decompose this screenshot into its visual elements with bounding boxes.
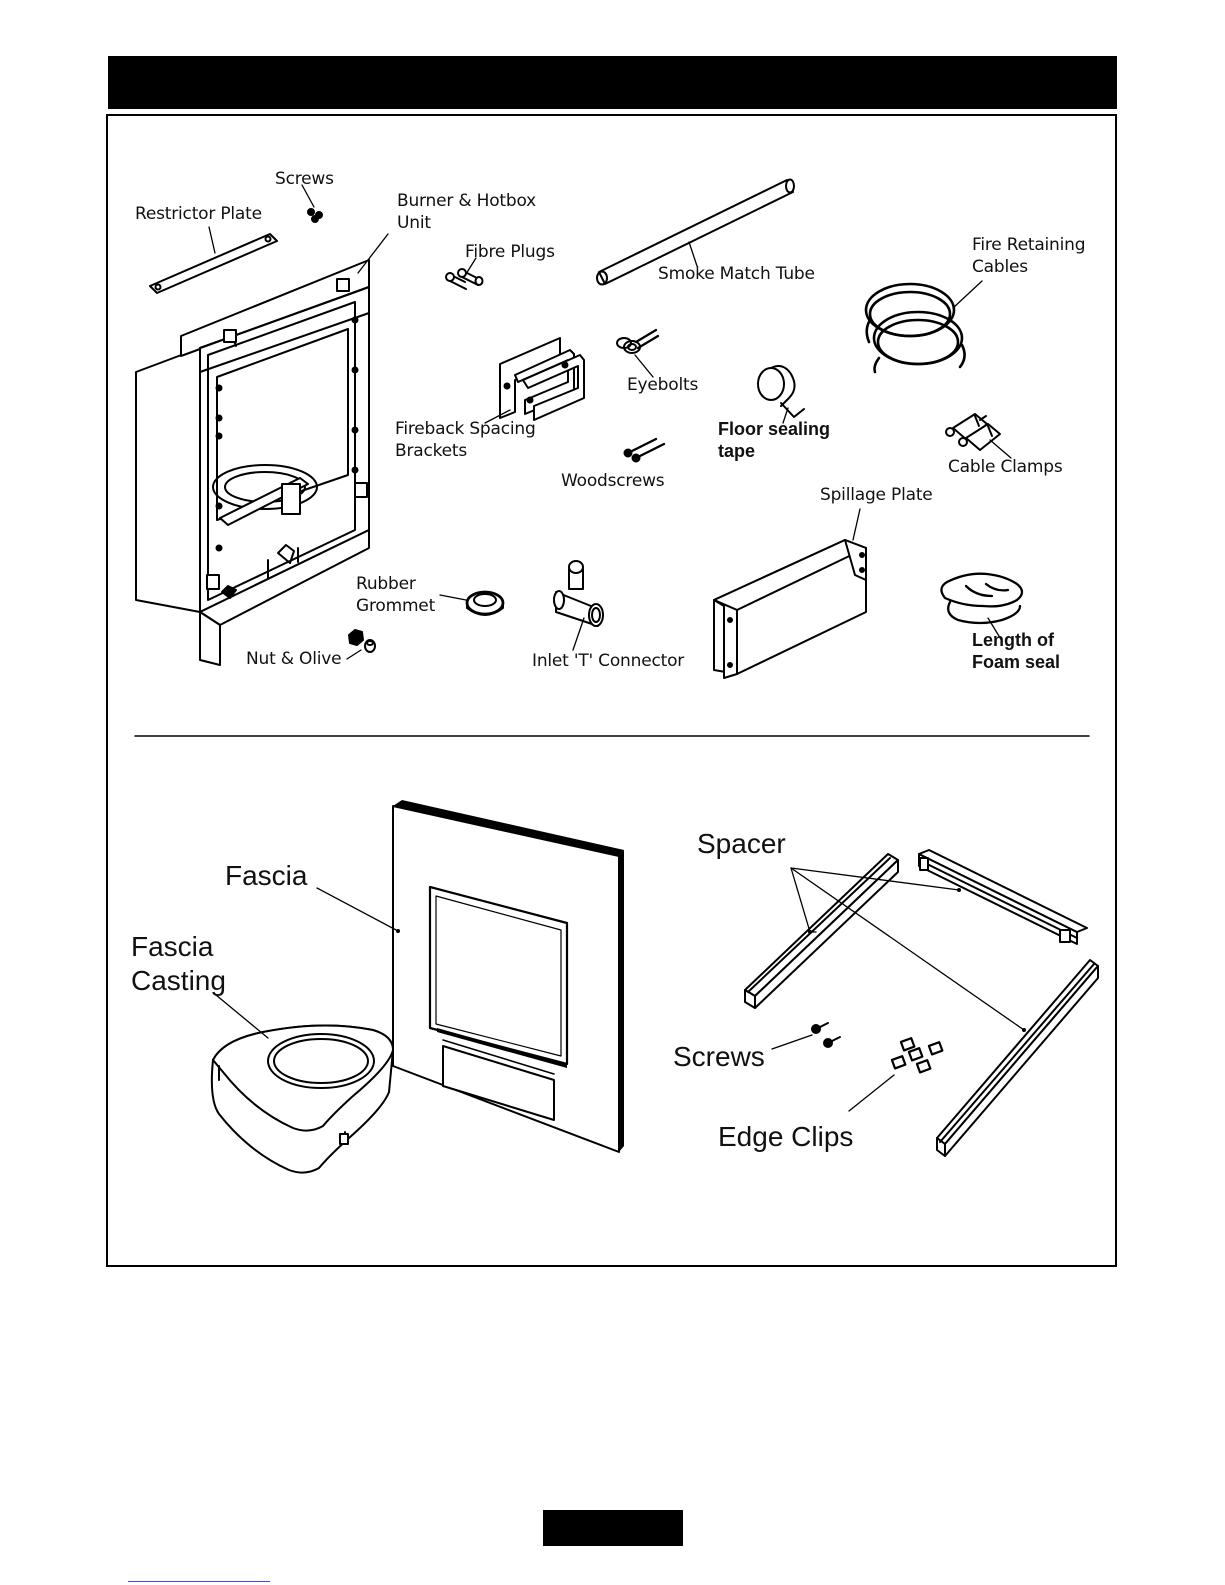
fascia-leader	[317, 888, 398, 931]
footer-link-underline	[128, 1581, 270, 1582]
label-screws: Screws	[275, 169, 334, 189]
label-spacer: Spacer	[697, 828, 786, 859]
label-floor-sealing-tape-1: Floor sealing	[718, 419, 831, 439]
label-fire-retaining-cables-2: Cables	[972, 257, 1028, 277]
label-edge-clips: Edge Clips	[718, 1121, 854, 1152]
inlet-t-connector-leader	[573, 618, 584, 650]
smoke-match-tube-illustration	[597, 180, 794, 285]
rubber-grommet-illustration	[467, 592, 503, 615]
label-rubber-grommet-2: Grommet	[356, 596, 436, 616]
woodscrews-illustration	[625, 439, 665, 462]
nut-olive-illustration	[349, 630, 375, 652]
eyebolts-illustration	[617, 330, 658, 353]
label-nut-olive: Nut & Olive	[246, 649, 342, 669]
spacer-illustration	[745, 850, 1098, 1156]
smoke-match-tube-leader	[689, 242, 697, 266]
label-foam-seal-1: Length of	[972, 630, 1054, 650]
cable-clamps-leader	[990, 440, 1011, 458]
rubber-grommet-leader	[440, 595, 466, 600]
fibre-plugs-illustration	[446, 269, 483, 289]
restrictor-plate-leader	[209, 227, 215, 253]
spacer-leaders	[791, 868, 1024, 1030]
bottom-screws-leader	[772, 1035, 812, 1049]
label-fireback-spacing-brackets-2: Brackets	[395, 441, 468, 461]
label-fireback-spacing-brackets-1: Fireback Spacing	[395, 419, 536, 439]
fibre-plugs-leader	[466, 258, 476, 274]
restrictor-plate-illustration	[150, 234, 277, 293]
bottom-screws-illustration	[812, 1023, 840, 1047]
fascia-casting-illustration	[212, 1025, 393, 1172]
floor-sealing-tape-leader	[783, 408, 788, 423]
label-fire-retaining-cables-1: Fire Retaining	[972, 235, 1086, 255]
label-fascia: Fascia	[225, 860, 308, 891]
edge-clips-leader	[849, 1075, 894, 1111]
label-floor-sealing-tape-2: tape	[718, 441, 756, 461]
spillage-plate-illustration	[714, 540, 866, 678]
label-rubber-grommet-1: Rubber	[356, 574, 416, 594]
label-screws-bottom: Screws	[673, 1041, 765, 1072]
nut-olive-leader	[347, 650, 361, 659]
fascia-illustration	[393, 800, 624, 1152]
cable-clamps-illustration	[946, 414, 1000, 450]
fireback-spacing-brackets-leader	[485, 410, 510, 423]
fascia-casting-leader	[216, 995, 268, 1038]
screws-illustration	[308, 209, 322, 222]
label-restrictor-plate: Restrictor Plate	[135, 204, 262, 224]
label-fascia-casting-1: Fascia	[131, 931, 214, 962]
label-burner-hotbox-2: Unit	[397, 213, 431, 233]
edge-clips-illustration	[892, 1038, 942, 1072]
burner-hotbox-leader	[358, 234, 388, 273]
inlet-t-connector-illustration	[554, 561, 603, 626]
label-foam-seal-2: Foam seal	[972, 652, 1061, 672]
label-woodscrews: Woodscrews	[561, 471, 665, 491]
floor-sealing-tape-illustration	[758, 366, 804, 417]
label-eyebolts: Eyebolts	[627, 375, 699, 395]
label-smoke-match-tube: Smoke Match Tube	[658, 264, 815, 284]
eyebolts-leader	[635, 355, 653, 377]
spillage-plate-leader	[853, 509, 860, 540]
label-cable-clamps: Cable Clamps	[948, 457, 1063, 477]
fire-retaining-cables-leader	[953, 281, 982, 308]
label-inlet-t-connector: Inlet 'T' Connector	[532, 651, 685, 671]
screws-leader	[302, 185, 314, 207]
foam-seal-illustration	[941, 574, 1022, 623]
foam-seal-leader	[988, 618, 1002, 641]
label-burner-hotbox-1: Burner & Hotbox	[397, 191, 536, 211]
burner-hotbox-illustration	[136, 260, 369, 665]
label-fibre-plugs: Fibre Plugs	[465, 242, 555, 262]
label-fascia-casting-2: Casting	[131, 965, 226, 996]
fireback-spacing-brackets-illustration	[500, 338, 584, 420]
label-spillage-plate: Spillage Plate	[820, 485, 933, 505]
diagram-frame	[106, 114, 1117, 1267]
header-bar	[108, 56, 1117, 109]
page-number-bar	[543, 1510, 683, 1546]
fire-retaining-cables-illustration	[866, 284, 965, 372]
